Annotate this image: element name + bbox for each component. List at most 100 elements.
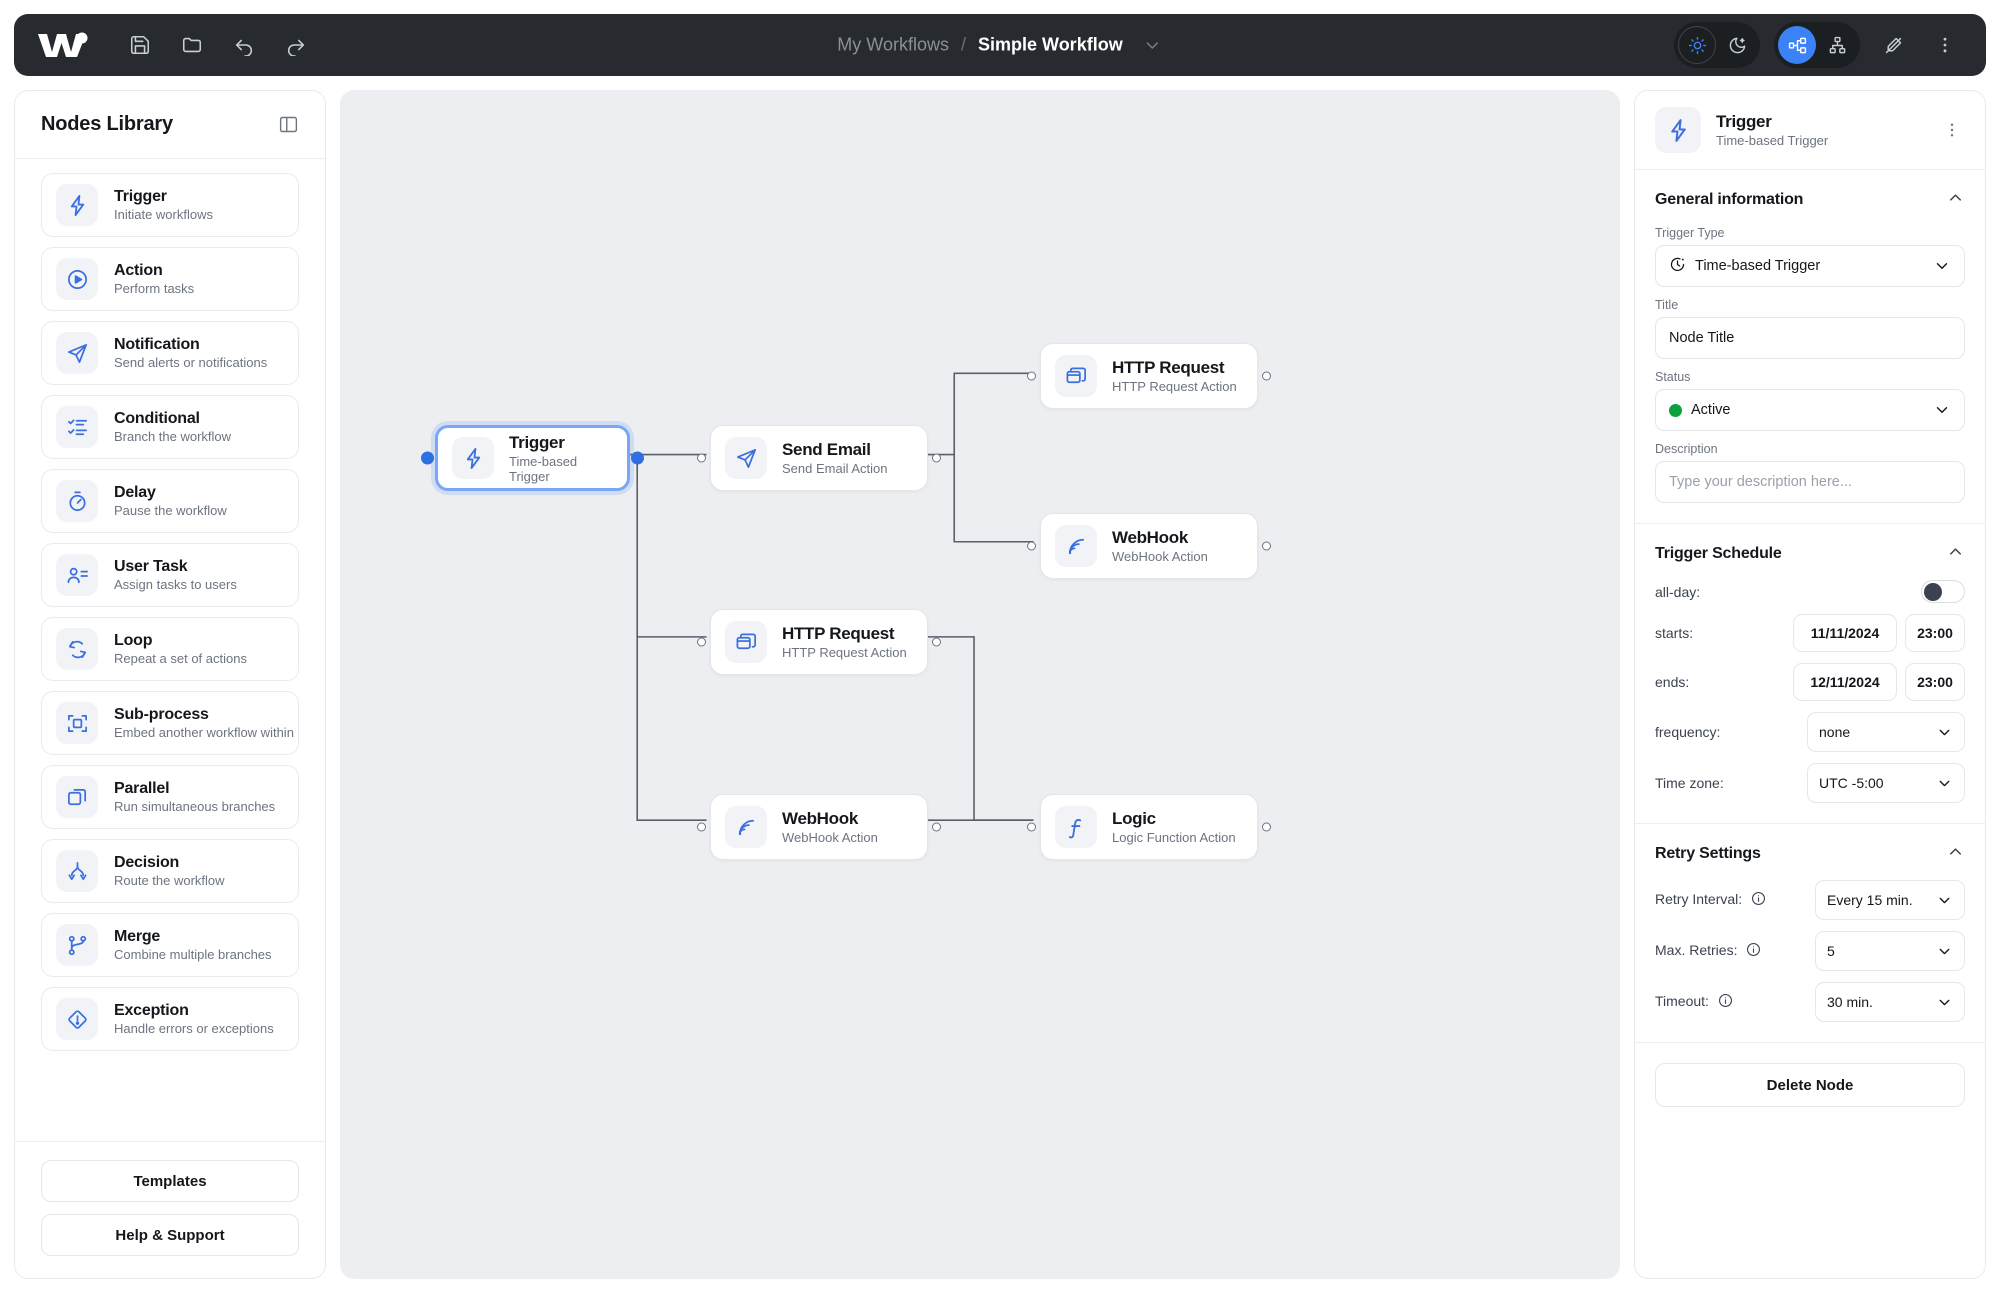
- timezone-label: Time zone:: [1655, 775, 1724, 791]
- palette-item-name: Conditional: [114, 410, 200, 427]
- timezone-select[interactable]: UTC -5:00: [1807, 763, 1965, 803]
- node-port-in[interactable]: [697, 637, 706, 647]
- workflow-canvas[interactable]: Trigger Time-based Trigger Send Email Se…: [340, 90, 1620, 1279]
- palette-item-notification[interactable]: Notification Send alerts or notification…: [41, 321, 299, 385]
- node-port-in[interactable]: [1027, 371, 1036, 381]
- breadcrumb-current[interactable]: Simple Workflow: [978, 34, 1123, 55]
- title-input[interactable]: Node Title: [1655, 317, 1965, 359]
- node-port-out[interactable]: [932, 637, 941, 647]
- canvas-node-name: Logic: [1112, 809, 1156, 828]
- section-schedule-header[interactable]: Trigger Schedule: [1655, 542, 1965, 566]
- canvas-node-http-request-2[interactable]: HTTP Request HTTP Request Action: [697, 609, 941, 675]
- status-select[interactable]: Active: [1655, 389, 1965, 431]
- node-port-out[interactable]: [1262, 822, 1271, 832]
- starts-time-input[interactable]: 23:00: [1905, 614, 1965, 652]
- starts-date-input[interactable]: 11/11/2024: [1793, 614, 1897, 652]
- node-port-in[interactable]: [697, 453, 706, 463]
- ends-time-input[interactable]: 23:00: [1905, 663, 1965, 701]
- canvas-node-send-email[interactable]: Send Email Send Email Action: [697, 425, 941, 491]
- node-port-out[interactable]: [932, 822, 941, 832]
- trigger-type-select[interactable]: Time-based Trigger: [1655, 245, 1965, 287]
- panel-collapse-icon[interactable]: [278, 114, 299, 135]
- node-port-out[interactable]: [631, 451, 644, 465]
- breadcrumb-parent[interactable]: My Workflows: [837, 34, 949, 55]
- chevron-down-icon[interactable]: [1933, 257, 1951, 275]
- palette-item-exception[interactable]: Exception Handle errors or exceptions: [41, 987, 299, 1051]
- palette-item-desc: Route the workflow: [114, 873, 225, 888]
- canvas-node-logic[interactable]: Logic Logic Function Action: [1027, 794, 1271, 860]
- node-port-out[interactable]: [932, 453, 941, 463]
- canvas-node-trigger[interactable]: Trigger Time-based Trigger: [421, 425, 644, 491]
- description-input[interactable]: Type your description here...: [1655, 461, 1965, 503]
- all-day-toggle[interactable]: [1921, 580, 1965, 603]
- canvas-node-name: HTTP Request: [782, 624, 895, 643]
- info-icon[interactable]: [1718, 994, 1733, 1011]
- graph-horizontal-icon[interactable]: [1778, 26, 1816, 64]
- palette-item-action[interactable]: Action Perform tasks: [41, 247, 299, 311]
- wand-off-icon[interactable]: [1874, 26, 1912, 64]
- palette-item-user-task[interactable]: User Task Assign tasks to users: [41, 543, 299, 607]
- node-port-in[interactable]: [421, 451, 434, 465]
- help-support-button[interactable]: Help & Support: [41, 1214, 299, 1256]
- moon-icon[interactable]: [1718, 26, 1756, 64]
- max-retries-select[interactable]: 5: [1815, 931, 1965, 971]
- palette-item-decision[interactable]: Decision Route the workflow: [41, 839, 299, 903]
- clock-timer-icon: [1669, 256, 1686, 277]
- save-icon[interactable]: [128, 33, 152, 57]
- chevron-down-icon[interactable]: [1933, 401, 1951, 419]
- chevron-down-icon[interactable]: [1936, 892, 1953, 909]
- canvas-node-subtitle: Logic Function Action: [1112, 830, 1236, 845]
- timeout-select[interactable]: 30 min.: [1815, 982, 1965, 1022]
- status-value: Active: [1691, 402, 1731, 418]
- node-inspector-panel: Trigger Time-based Trigger General infor…: [1634, 90, 1986, 1279]
- palette-item-loop[interactable]: Loop Repeat a set of actions: [41, 617, 299, 681]
- palette-item-trigger[interactable]: Trigger Initiate workflows: [41, 173, 299, 237]
- section-general-information: General information Trigger Type Time-ba…: [1635, 170, 1985, 524]
- chevron-down-icon[interactable]: [1936, 724, 1953, 741]
- trigger-type-value: Time-based Trigger: [1695, 258, 1821, 274]
- palette-item-parallel[interactable]: Parallel Run simultaneous branches: [41, 765, 299, 829]
- timeout-label: Timeout:: [1655, 993, 1815, 1011]
- palette-item-sub-process[interactable]: Sub-process Embed another workflow withi…: [41, 691, 299, 755]
- chevron-up-icon[interactable]: [1946, 842, 1965, 866]
- canvas-node-http-request-1[interactable]: HTTP Request HTTP Request Action: [1027, 343, 1271, 409]
- description-label: Description: [1655, 442, 1718, 456]
- palette-item-desc: Combine multiple branches: [114, 947, 272, 962]
- palette-item-conditional[interactable]: Conditional Branch the workflow: [41, 395, 299, 459]
- node-port-in[interactable]: [1027, 822, 1036, 832]
- info-icon[interactable]: [1751, 892, 1766, 909]
- section-retry-header[interactable]: Retry Settings: [1655, 842, 1965, 866]
- node-port-out[interactable]: [1262, 371, 1271, 381]
- palette-item-delay[interactable]: Delay Pause the workflow: [41, 469, 299, 533]
- section-general-header[interactable]: General information: [1655, 188, 1965, 212]
- delete-node-button[interactable]: Delete Node: [1655, 1063, 1965, 1107]
- node-port-out[interactable]: [1262, 541, 1271, 551]
- ends-date-input[interactable]: 12/11/2024: [1793, 663, 1897, 701]
- redo-icon[interactable]: [284, 33, 308, 57]
- canvas-node-webhook-2[interactable]: WebHook WebHook Action: [697, 794, 941, 860]
- chevron-down-icon[interactable]: [1936, 943, 1953, 960]
- section-trigger-schedule: Trigger Schedule all-day: starts: 11/11/…: [1635, 524, 1985, 824]
- node-port-in[interactable]: [1027, 541, 1036, 551]
- kebab-menu-icon[interactable]: [1926, 26, 1964, 64]
- palette-item-merge[interactable]: Merge Combine multiple branches: [41, 913, 299, 977]
- chevron-down-icon[interactable]: [1936, 994, 1953, 1011]
- app-logo[interactable]: [36, 30, 92, 60]
- retry-interval-select[interactable]: Every 15 min.: [1815, 880, 1965, 920]
- kebab-menu-icon[interactable]: [1939, 117, 1965, 143]
- chevron-down-icon[interactable]: [1143, 35, 1163, 55]
- canvas-node-webhook-1[interactable]: WebHook WebHook Action: [1027, 513, 1271, 579]
- chevron-down-icon[interactable]: [1936, 775, 1953, 792]
- section-title: General information: [1655, 191, 1804, 208]
- frequency-select[interactable]: none: [1807, 712, 1965, 752]
- node-port-in[interactable]: [697, 822, 706, 832]
- info-icon[interactable]: [1746, 943, 1761, 960]
- chevron-up-icon[interactable]: [1946, 542, 1965, 566]
- templates-button[interactable]: Templates: [41, 1160, 299, 1202]
- palette-item-desc: Handle errors or exceptions: [114, 1021, 274, 1036]
- graph-vertical-icon[interactable]: [1818, 26, 1856, 64]
- chevron-up-icon[interactable]: [1946, 188, 1965, 212]
- folder-open-icon[interactable]: [180, 33, 204, 57]
- undo-icon[interactable]: [232, 33, 256, 57]
- sun-icon[interactable]: [1678, 26, 1716, 64]
